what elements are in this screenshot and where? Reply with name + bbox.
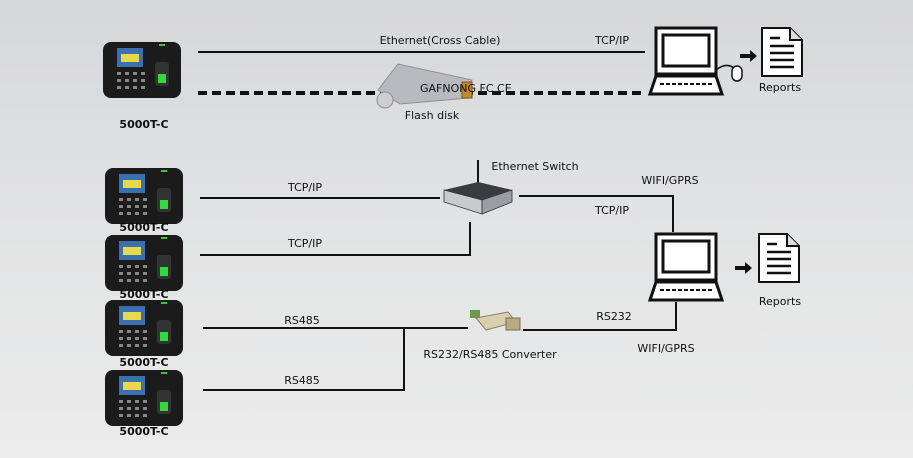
tcpip-label: TCP/IP: [594, 34, 629, 47]
wifi-gprs-label: WIFI/GPRS: [637, 342, 694, 355]
flash-disk-label: Flash disk: [405, 109, 460, 122]
device-label: 5000T-C: [119, 288, 168, 301]
rs485-label: RS485: [284, 374, 320, 387]
wifi-gprs-label: WIFI/GPRS: [641, 174, 698, 187]
tcpip-label: TCP/IP: [287, 181, 322, 194]
device-label: 5000T-C: [119, 425, 168, 438]
attendance-device: [105, 235, 183, 291]
device-label: 5000T-C: [119, 221, 168, 234]
reports-label: Reports: [759, 295, 801, 308]
flash-brand: GAFNONG FC CE: [420, 82, 512, 95]
flash-disk-icon: GAFNONG FC CE: [376, 63, 512, 109]
tcpip-label: TCP/IP: [594, 204, 629, 217]
rs232-rs485-converter-icon: [470, 310, 521, 331]
computer-icon: [648, 26, 724, 96]
report-document-icon: [760, 26, 804, 78]
attendance-device: [103, 42, 181, 98]
rs232-label: RS232: [596, 310, 632, 323]
ethernet-label: Ethernet(Cross Cable): [380, 34, 501, 47]
mouse-icon: [715, 64, 743, 82]
rs485-label: RS485: [284, 314, 320, 327]
device-label: 5000T-C: [119, 356, 168, 369]
ethernet-switch-icon: [443, 182, 513, 215]
arrow-icon: [735, 262, 752, 274]
reports-label: Reports: [759, 81, 801, 94]
converter-label: RS232/RS485 Converter: [423, 348, 557, 361]
arrow-icon: [740, 50, 757, 62]
attendance-device: [105, 300, 183, 356]
computer-icon: [648, 232, 724, 302]
report-document-icon: [757, 232, 801, 284]
ethernet-switch-label: Ethernet Switch: [491, 160, 578, 173]
device-label: 5000T-C: [119, 118, 168, 131]
connection-lines: [200, 160, 677, 391]
attendance-device: [105, 370, 183, 426]
attendance-device: [105, 168, 183, 224]
tcpip-label: TCP/IP: [287, 237, 322, 250]
